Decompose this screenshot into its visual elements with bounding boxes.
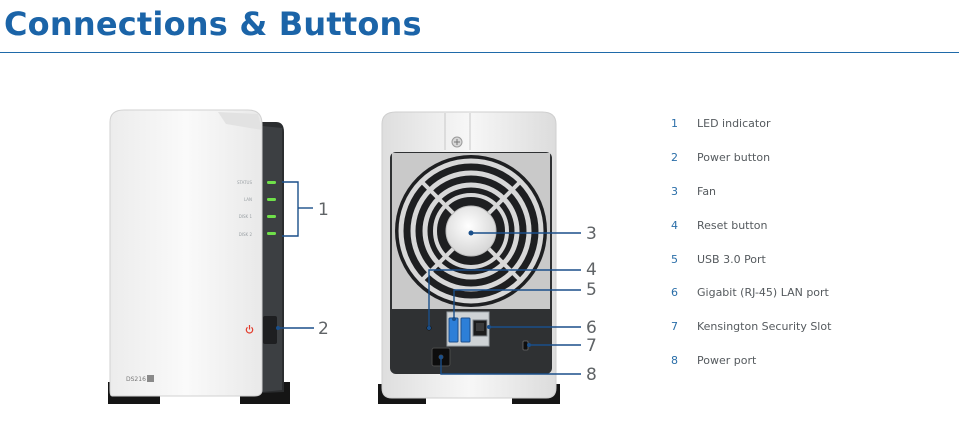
legend-item-7: 7 Kensington Security Slot xyxy=(671,320,951,354)
led-label-lan: LAN xyxy=(244,197,252,202)
led-label-disk2: DISK 2 xyxy=(239,232,253,237)
legend-number: 2 xyxy=(671,150,678,164)
callout-line-4 xyxy=(428,269,581,328)
callout-number-7: 7 xyxy=(586,336,597,356)
usb-3-port-2[interactable] xyxy=(460,317,471,343)
callout-number-5: 5 xyxy=(586,280,597,300)
callout-line-8 xyxy=(440,357,581,375)
usb-3-port-1[interactable] xyxy=(448,317,459,343)
legend-number: 6 xyxy=(671,286,678,300)
legend-label: Reset button xyxy=(697,218,768,232)
callout-number-3: 3 xyxy=(586,224,597,244)
fan-icon xyxy=(392,153,550,309)
nas-front-view: STATUS LAN DISK 1 DISK 2 DS216 xyxy=(108,109,290,404)
legend-item-3: 3 Fan xyxy=(671,185,951,219)
legend-label: Kensington Security Slot xyxy=(697,320,832,334)
legend-item-1: 1 LED indicator xyxy=(671,117,951,151)
legend-number: 4 xyxy=(671,218,678,232)
power-icon xyxy=(245,325,254,334)
callout-number-4: 4 xyxy=(586,260,597,280)
callout-line-1 xyxy=(282,181,299,237)
legend-item-8: 8 Power port xyxy=(671,354,951,388)
legend-item-4: 4 Reset button xyxy=(671,219,951,253)
legend-label: Power port xyxy=(697,354,757,368)
power-button[interactable] xyxy=(263,316,277,344)
legend-number: 3 xyxy=(671,184,678,198)
model-label: DS216 xyxy=(126,376,146,383)
led-status xyxy=(267,181,276,184)
legend-number: 7 xyxy=(671,320,678,334)
callout-number-1: 1 xyxy=(318,200,329,220)
title-divider xyxy=(0,52,959,53)
legend-number: 5 xyxy=(671,252,678,266)
legend-label: USB 3.0 Port xyxy=(697,252,766,266)
front-face xyxy=(109,109,263,397)
callout-number-6: 6 xyxy=(586,318,597,338)
page-title: Connections & Buttons xyxy=(4,5,422,43)
legend-label: Power button xyxy=(697,150,771,164)
component-legend: 1 LED indicator 2 Power button 3 Fan 4 R… xyxy=(671,117,951,388)
legend-item-2: 2 Power button xyxy=(671,151,951,185)
callout-number-8: 8 xyxy=(586,365,597,385)
legend-label: Gigabit (RJ-45) LAN port xyxy=(697,286,829,300)
led-label-disk1: DISK 1 xyxy=(239,214,253,219)
callout-lines xyxy=(278,181,581,375)
model-badge xyxy=(147,375,154,382)
led-lan xyxy=(267,198,276,201)
nas-rear-view xyxy=(378,111,560,404)
led-disk2 xyxy=(267,232,276,235)
led-label-status: STATUS xyxy=(237,180,252,185)
legend-label: LED indicator xyxy=(697,117,771,130)
callout-number-2: 2 xyxy=(318,319,329,339)
legend-item-6: 6 Gigabit (RJ-45) LAN port xyxy=(671,286,951,320)
legend-item-5: 5 USB 3.0 Port xyxy=(671,253,951,287)
legend-number: 8 xyxy=(671,354,678,368)
legend-number: 1 xyxy=(671,117,678,130)
led-disk1 xyxy=(267,215,276,218)
legend-label: Fan xyxy=(697,184,717,198)
callout-line-5 xyxy=(453,289,581,319)
